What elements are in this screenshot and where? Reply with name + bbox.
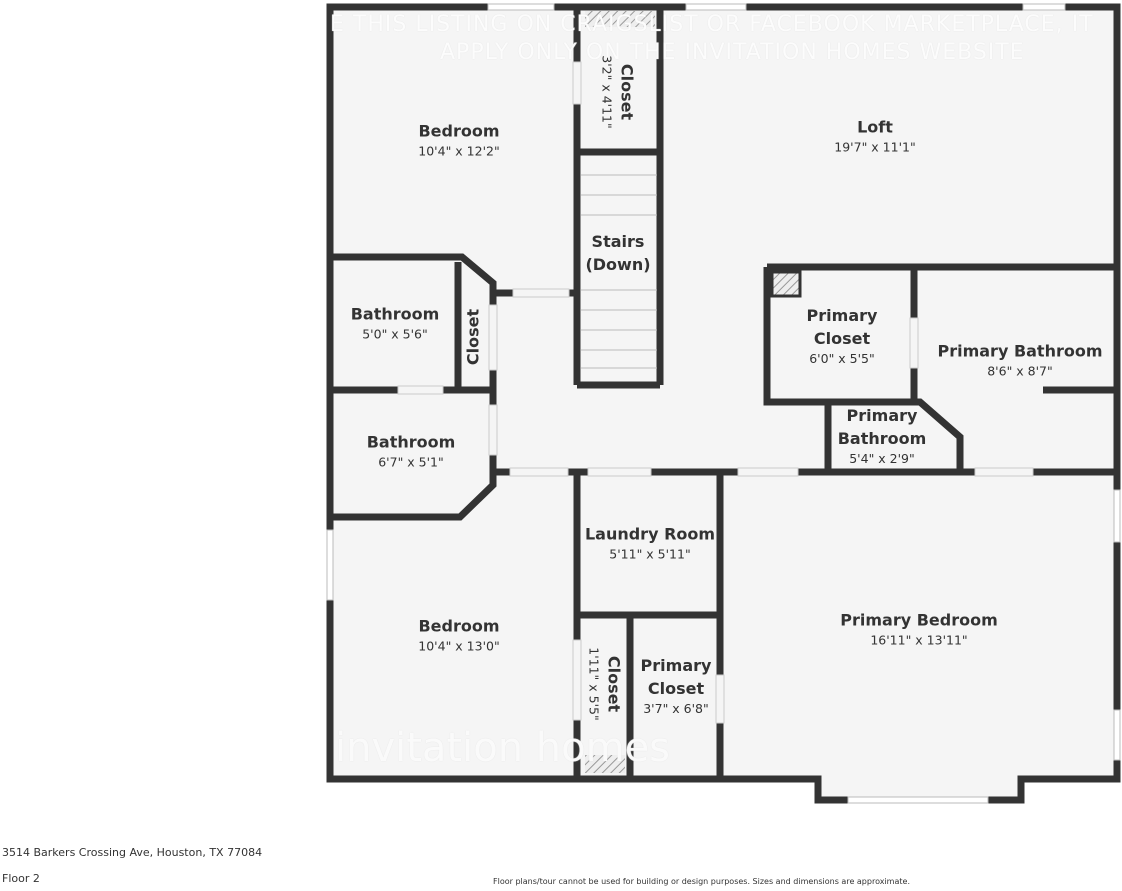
- floor-label: Floor 2: [2, 872, 40, 885]
- stairs-down: Stairs(Down): [585, 232, 651, 274]
- floor-area: [330, 7, 1117, 800]
- hatch-closet-top: [585, 11, 655, 27]
- address: 3514 Barkers Crossing Ave, Houston, TX 7…: [2, 846, 263, 859]
- watermark-line1: E THIS LISTING ON CRAIGSLIST OR FACEBOOK…: [330, 12, 1094, 37]
- disclaimer: Floor plans/tour cannot be used for buil…: [493, 877, 910, 886]
- room-closet-2: Closet: [463, 308, 483, 366]
- hatch-primary-closet: [770, 270, 802, 298]
- hatch-closet-bottom: [585, 755, 625, 773]
- watermark-logo: invitation homes: [335, 725, 671, 771]
- doorways: [397, 61, 1034, 724]
- stairs-treads: [581, 174, 657, 369]
- windows: [326, 3, 1121, 804]
- watermark-line2: APPLY ONLY ON THE INVITATION HOMES WEBSI…: [440, 40, 1025, 65]
